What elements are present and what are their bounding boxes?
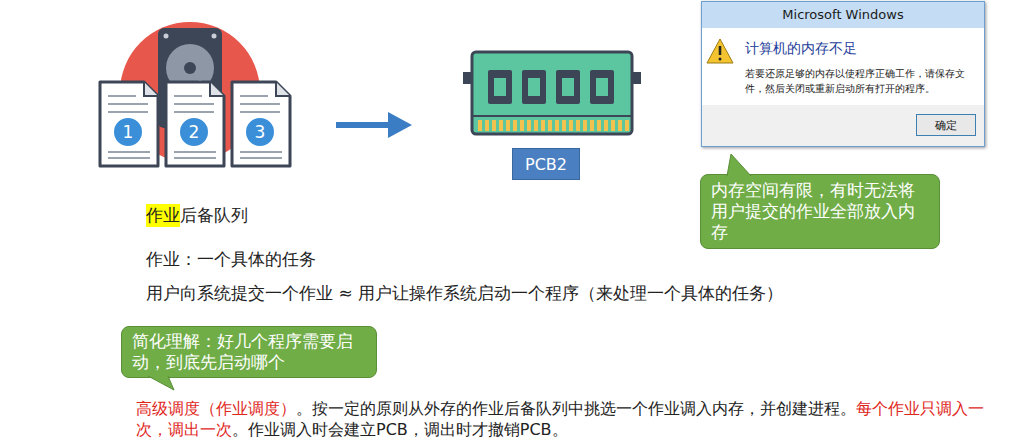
- body-text: 。作业调入时会建立PCB，调出时才撤销PCB。: [232, 420, 568, 439]
- node-text: 1: [123, 122, 134, 142]
- node-text: 2: [189, 122, 200, 142]
- node-text: PCB2: [525, 155, 567, 174]
- term-highlight: 作业: [146, 204, 180, 227]
- node-text: 3: [255, 122, 266, 142]
- callout-tail: [144, 376, 184, 398]
- node-text: 确定: [935, 118, 957, 133]
- note-callout: 简化理解：好几个程序需要启动，到底先启动哪个: [121, 326, 377, 378]
- callout-number: 2: [178, 116, 210, 148]
- callout-number: 1: [112, 116, 144, 148]
- document-icons: [100, 82, 290, 166]
- callout-tail: [721, 154, 761, 176]
- dialog-heading: 计算机的内存不足: [745, 40, 857, 58]
- error-dialog: Microsoft Windows 计算机的内存不足若要还原足够的内存以使程序正确…: [701, 1, 985, 147]
- definition-text: 用户向系统提交一个作业 ≈ 用户让操作系统启动一个程序（来处理一个具体的任务）: [146, 282, 783, 305]
- queue-label: 后备队列: [180, 204, 248, 227]
- body-text: 。按一定的原则从外存的作业后备队列中挑选一个作业调入内存，并创建进程。: [296, 399, 856, 418]
- dialog-title: Microsoft Windows: [702, 2, 984, 28]
- callout-number: 3: [244, 116, 276, 148]
- ok-button: 确定: [916, 114, 976, 136]
- flow-arrow: [336, 122, 392, 128]
- pcb-box: PCB2: [512, 148, 580, 180]
- definition-text: 作业：一个具体的任务: [146, 248, 316, 271]
- highlight-text: 高级调度（作业调度）: [136, 399, 296, 418]
- flow-arrow-head: [388, 112, 412, 138]
- dialog-message: 若要还原足够的内存以使程序正确工作，请保存文件，然后关闭或重新启动所有打开的程序…: [745, 66, 977, 96]
- node-text: 内存空间有限，有时无法将用户提交的作业全部放入内存: [711, 180, 929, 243]
- paragraph: 高级调度（作业调度）。按一定的原则从外存的作业后备队列中挑选一个作业调入内存，并…: [136, 398, 996, 440]
- node-text: 简化理解：好几个程序需要启动，到底先启动哪个: [132, 331, 366, 373]
- note-callout: 内存空间有限，有时无法将用户提交的作业全部放入内存: [700, 174, 940, 249]
- ram-stick: [463, 52, 641, 134]
